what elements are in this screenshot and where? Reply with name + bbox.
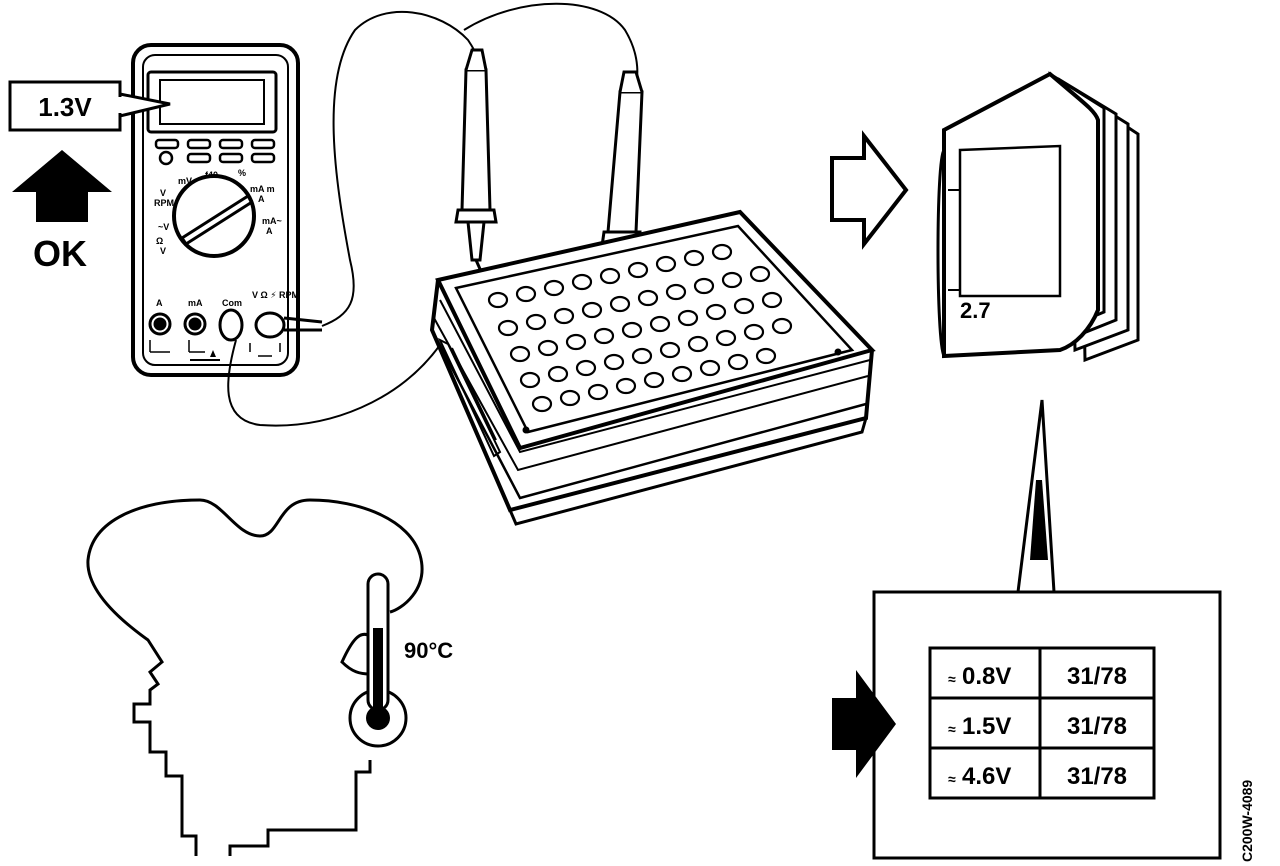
table-row: ≈ 1.5V 31/78 xyxy=(948,713,1127,740)
meter-dial-labels: f40 mV mA m A mA~ A ~V Ω V RPM % V A mA … xyxy=(154,168,299,308)
table-row: ≈ 0.8V 31/78 xyxy=(948,663,1127,690)
row-voltage: 1.5V xyxy=(962,713,1011,740)
port-label-v: V Ω ⚡ RPM xyxy=(252,290,299,300)
row-pins: 31/78 xyxy=(1067,663,1127,690)
manual-page-ref: 2.7 xyxy=(960,298,991,323)
approx-symbol: ≈ xyxy=(948,721,956,737)
meter-reading: 1.3V xyxy=(38,92,92,122)
right-arrow-outline-icon xyxy=(830,130,909,250)
dial-label: V xyxy=(160,188,166,198)
up-arrow-icon xyxy=(12,150,112,222)
engine-temperature: 90°C xyxy=(404,638,453,663)
dial-label: RPM xyxy=(154,198,174,208)
rotary-dial xyxy=(172,174,256,258)
ok-indicator: OK xyxy=(12,150,112,274)
row-voltage: 4.6V xyxy=(962,763,1011,790)
dial-label: A xyxy=(258,194,265,204)
thermometer-icon xyxy=(348,572,408,748)
table-row: ≈ 4.6V 31/78 xyxy=(948,763,1127,790)
right-arrow-solid-icon xyxy=(832,670,896,778)
dial-label: V xyxy=(160,246,166,256)
spec-callout: ≈ 0.8V 31/78 ≈ 1.5V 31/78 ≈ 4.6V 31/78 xyxy=(832,590,1222,860)
connector-pins xyxy=(487,243,793,413)
engine-outline xyxy=(86,498,424,856)
dial-label: mA~ xyxy=(262,216,282,226)
dial-label: mA m xyxy=(250,184,275,194)
figure-code: C200W-4089 xyxy=(1239,780,1255,862)
dial-label: ~V xyxy=(158,222,169,232)
dial-label: % xyxy=(238,168,246,178)
port-label-ma: mA xyxy=(188,298,203,308)
dial-label: Ω xyxy=(156,236,163,246)
ecu-connector-box xyxy=(429,209,876,526)
dial-top-label: f40 xyxy=(205,170,218,180)
port-label-com: Com xyxy=(222,298,242,308)
approx-symbol: ≈ xyxy=(948,671,956,687)
multimeter xyxy=(131,43,300,377)
port-label-a: A xyxy=(156,298,163,308)
ok-label: OK xyxy=(33,233,87,274)
row-voltage: 0.8V xyxy=(962,663,1011,690)
dial-label: mV xyxy=(178,176,192,186)
approx-symbol: ≈ xyxy=(948,771,956,787)
reading-callout: 1.3V xyxy=(8,80,171,132)
service-manual: 2.7 xyxy=(936,71,1140,363)
dial-label: A xyxy=(266,226,273,236)
meter-ports xyxy=(148,308,286,361)
meter-buttons xyxy=(154,138,276,166)
row-pins: 31/78 xyxy=(1067,713,1127,740)
row-pins: 31/78 xyxy=(1067,763,1127,790)
